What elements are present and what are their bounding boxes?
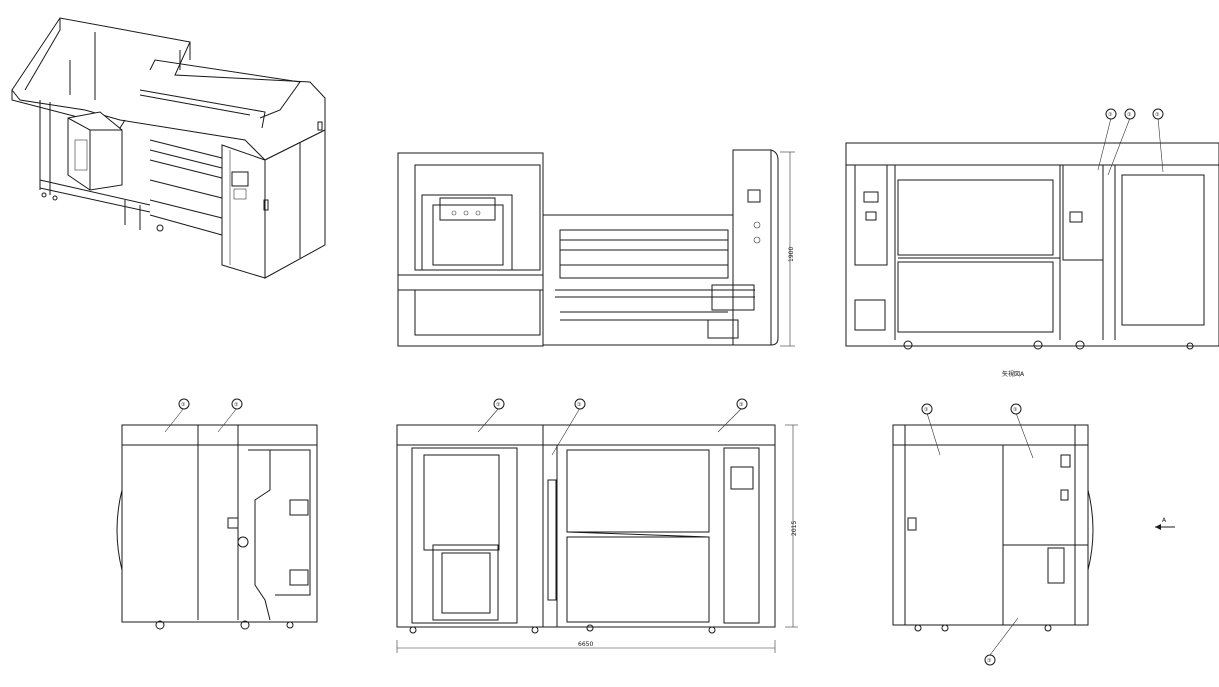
balloon-6 <box>493 398 505 410</box>
balloon-4 <box>178 398 190 410</box>
balloon-7-label: ① <box>577 402 582 408</box>
balloon-9 <box>921 403 933 415</box>
view-arrow-label: A <box>1162 517 1167 524</box>
balloon-10 <box>1010 403 1022 415</box>
side-view-left <box>116 424 318 630</box>
balloon-9-label: ① <box>924 407 929 413</box>
balloon-5-label: ① <box>234 402 239 408</box>
view-a: 矢視図A <box>845 142 1219 378</box>
dim-front-view-height: 2015 <box>791 521 798 536</box>
isometric-view <box>11 17 326 279</box>
balloon-8-label: ① <box>739 402 744 408</box>
balloon-1 <box>1105 108 1117 120</box>
balloon-2-label: ① <box>1127 112 1132 118</box>
balloon-4-label: ① <box>181 402 186 408</box>
balloon-3 <box>1152 108 1164 120</box>
front-view: 6650 2015 <box>396 424 798 653</box>
plan-view: 1900 <box>397 149 795 347</box>
balloon-11 <box>984 654 996 666</box>
view-a-caption: 矢視図A <box>1002 370 1025 378</box>
side-view-right <box>892 424 1094 632</box>
balloon-6-label: ① <box>496 402 501 408</box>
dim-top-view-height: 1900 <box>788 247 795 262</box>
balloon-5 <box>231 398 243 410</box>
balloon-1-label: ① <box>1108 112 1113 118</box>
balloon-11-label: ① <box>987 658 992 664</box>
balloon-2 <box>1124 108 1136 120</box>
balloon-8 <box>736 398 748 410</box>
balloon-3-label: ① <box>1155 112 1160 118</box>
balloon-10-label: ① <box>1013 407 1018 413</box>
dim-front-view-width: 6650 <box>578 641 593 648</box>
balloon-callouts: ① ① ① ① ① ① ① ① ① ① ① <box>164 108 1164 666</box>
balloon-7 <box>574 398 586 410</box>
view-arrow-a: A <box>1155 517 1175 530</box>
